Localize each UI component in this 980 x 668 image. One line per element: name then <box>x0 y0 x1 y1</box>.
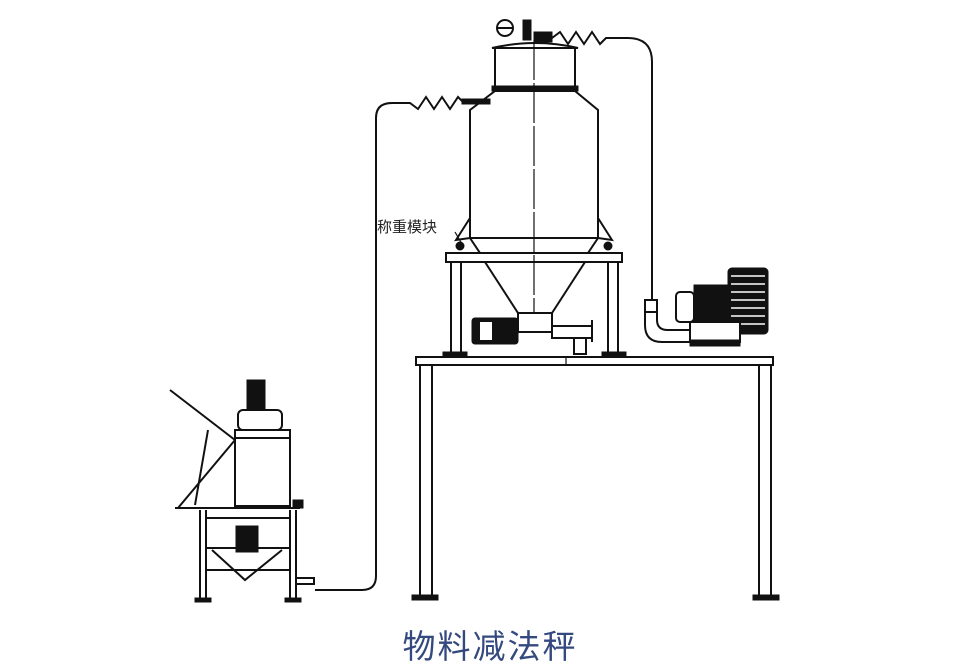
conveying-pipe <box>315 95 491 591</box>
weighing-module-label: 称重模块 <box>377 218 438 236</box>
screw-feeder <box>471 317 593 355</box>
label-leader-line <box>454 231 463 245</box>
diagram-caption: 物料减法秤 <box>402 627 578 666</box>
vacuum-blower <box>675 267 769 347</box>
vacuum-pipe <box>551 30 691 343</box>
feeding-station <box>169 379 315 603</box>
support-table <box>411 356 780 601</box>
weigh-hopper <box>453 19 615 333</box>
